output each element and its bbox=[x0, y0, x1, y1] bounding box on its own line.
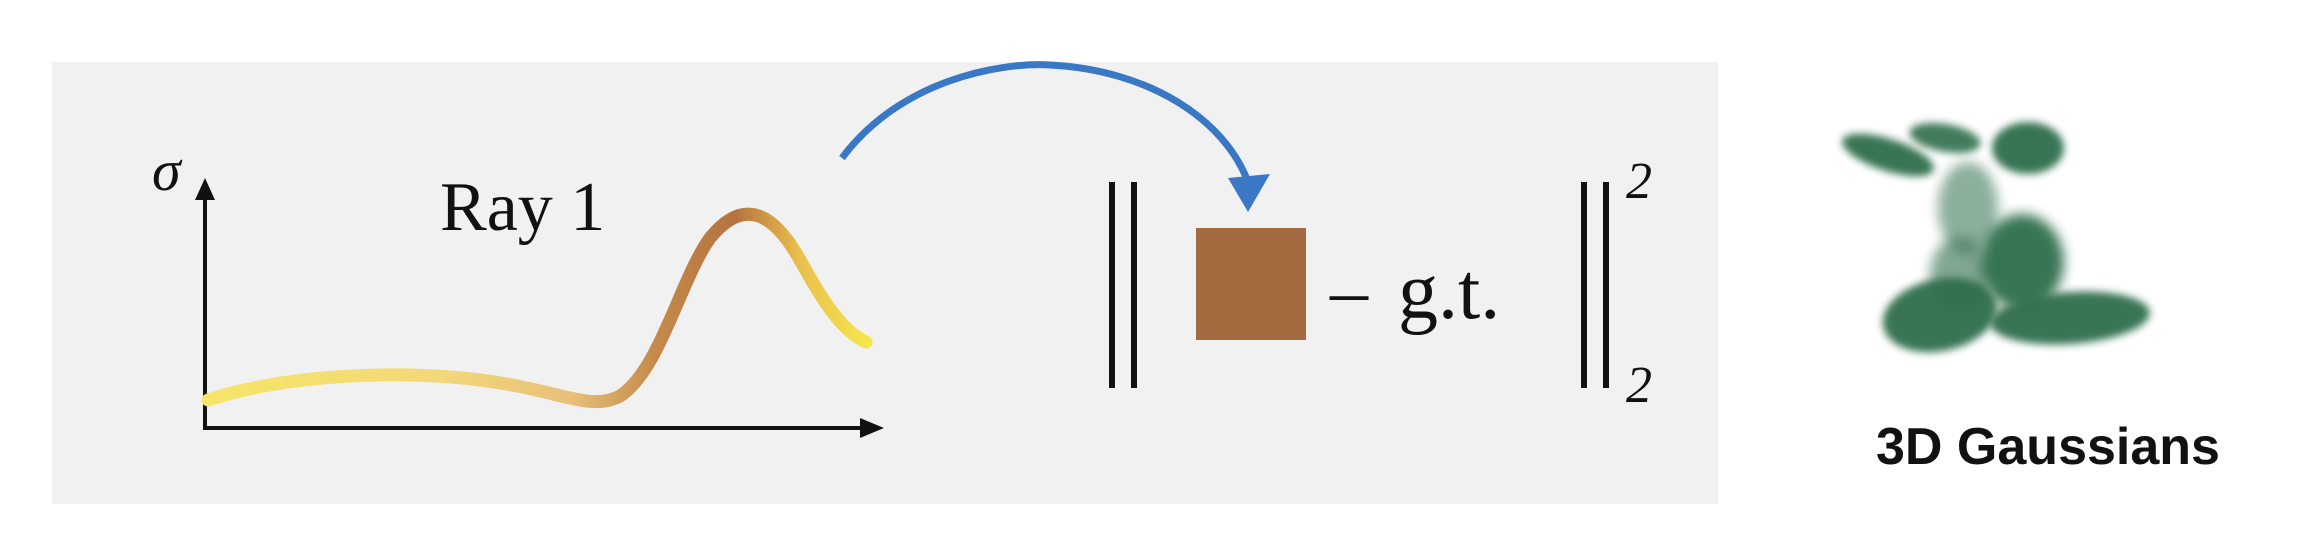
loss-minus: – bbox=[1329, 249, 1369, 333]
ground-truth-label: g.t. bbox=[1398, 248, 1500, 336]
render-arrowhead bbox=[1228, 174, 1270, 212]
render-arrow bbox=[839, 61, 1252, 184]
density-curve bbox=[201, 207, 873, 409]
norm-subscript: 2 bbox=[1626, 357, 1652, 414]
rendered-color-swatch bbox=[1196, 228, 1306, 340]
gaussians-caption: 3D Gaussians bbox=[1876, 418, 2220, 476]
loss-expression: – g.t. 2 2 bbox=[1109, 153, 1652, 414]
y-axis-arrowhead bbox=[195, 178, 215, 200]
ray-label: Ray 1 bbox=[440, 169, 605, 246]
density-axes: σ bbox=[152, 138, 884, 438]
y-axis-symbol: σ bbox=[152, 138, 183, 203]
x-axis-arrowhead bbox=[860, 418, 884, 438]
gaussians-bunny-image bbox=[1842, 122, 2150, 353]
norm-superscript: 2 bbox=[1626, 153, 1652, 210]
diagram-panel bbox=[52, 62, 1718, 504]
